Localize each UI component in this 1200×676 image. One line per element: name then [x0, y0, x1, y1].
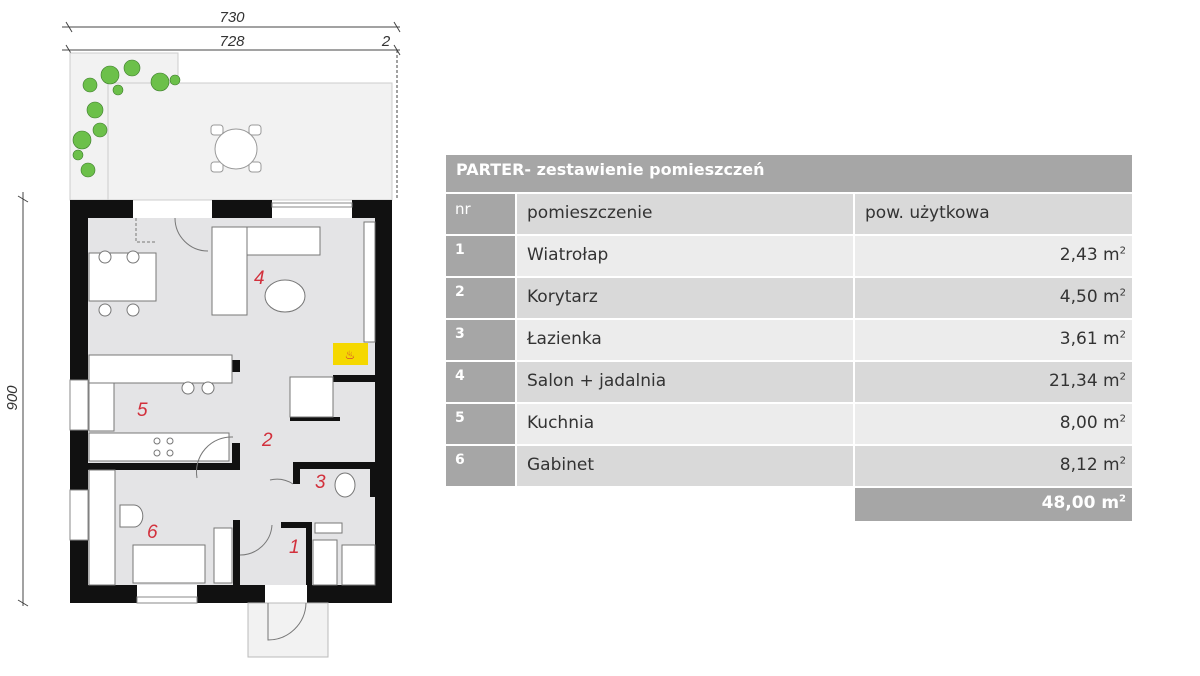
dim-total-width: 730 [219, 9, 245, 26]
row-nr: 1 [446, 236, 515, 276]
table-title: PARTER- zestawienie pomieszczeń [446, 155, 1132, 192]
row-area-value: 21,34 m [1048, 371, 1120, 391]
flame-icon: ♨ [345, 348, 356, 362]
row-nr: 4 [446, 362, 515, 402]
dimension-lines [17, 21, 401, 607]
header-area: pow. użytkowa [855, 194, 1132, 234]
terrace-table-icon [210, 124, 262, 173]
row-area-unit-exp: 2 [1119, 371, 1126, 383]
row-room: Salon + jadalnia [517, 362, 853, 402]
row-nr: 6 [446, 446, 515, 486]
row-area: 8,00 m2 [855, 404, 1132, 444]
row-area-value: 3,61 m [1059, 329, 1120, 349]
row-area-unit-exp: 2 [1119, 329, 1126, 341]
row-area: 21,34 m2 [855, 362, 1132, 402]
row-nr: 5 [446, 404, 515, 444]
room-label-5: 5 [137, 400, 148, 421]
row-area: 3,61 m2 [855, 320, 1132, 360]
row-room: Korytarz [517, 278, 853, 318]
row-area: 2,43 m2 [855, 236, 1132, 276]
room-label-1: 1 [289, 537, 300, 558]
header-nr: nr [446, 194, 515, 234]
row-room: Kuchnia [517, 404, 853, 444]
row-area-value: 2,43 m [1059, 245, 1120, 265]
row-area-unit-exp: 2 [1119, 245, 1126, 257]
floor-plan: 730 728 2 900 [4, 9, 401, 658]
row-area-value: 8,12 m [1059, 455, 1120, 475]
row-room: Łazienka [517, 320, 853, 360]
row-area-value: 8,00 m [1059, 413, 1120, 433]
total-area-value: 48,00 m [1041, 493, 1120, 513]
walls [70, 200, 392, 603]
dim-inner-width: 728 [219, 33, 245, 50]
room-label-2: 2 [261, 430, 273, 451]
room-label-3: 3 [315, 472, 326, 493]
room-label-4: 4 [254, 268, 265, 289]
total-area: 48,00 m2 [855, 488, 1132, 521]
table-header: nr pomieszczenie pow. użytkowa [446, 194, 1132, 234]
row-area-value: 4,50 m [1059, 287, 1120, 307]
room-schedule-table: PARTER- zestawienie pomieszczeń nr pomie… [446, 155, 1132, 521]
dim-depth: 900 [4, 385, 21, 411]
entrance-door-icon [267, 602, 307, 641]
total-area-unit-exp: 2 [1119, 493, 1126, 505]
plant-icon [72, 59, 181, 178]
dim-offset: 2 [381, 33, 391, 50]
row-area-unit-exp: 2 [1119, 287, 1126, 299]
room-label-6: 6 [147, 522, 158, 543]
row-nr: 3 [446, 320, 515, 360]
row-room: Gabinet [517, 446, 853, 486]
entrance-step [247, 602, 329, 658]
row-area-unit-exp: 2 [1119, 455, 1126, 467]
row-area: 8,12 m2 [855, 446, 1132, 486]
windows [69, 202, 353, 604]
fireplace-icon [333, 343, 368, 365]
furniture [88, 217, 376, 586]
row-nr: 2 [446, 278, 515, 318]
row-area-unit-exp: 2 [1119, 413, 1126, 425]
header-room: pomieszczenie [517, 194, 853, 234]
row-area: 4,50 m2 [855, 278, 1132, 318]
row-room: Wiatrołap [517, 236, 853, 276]
